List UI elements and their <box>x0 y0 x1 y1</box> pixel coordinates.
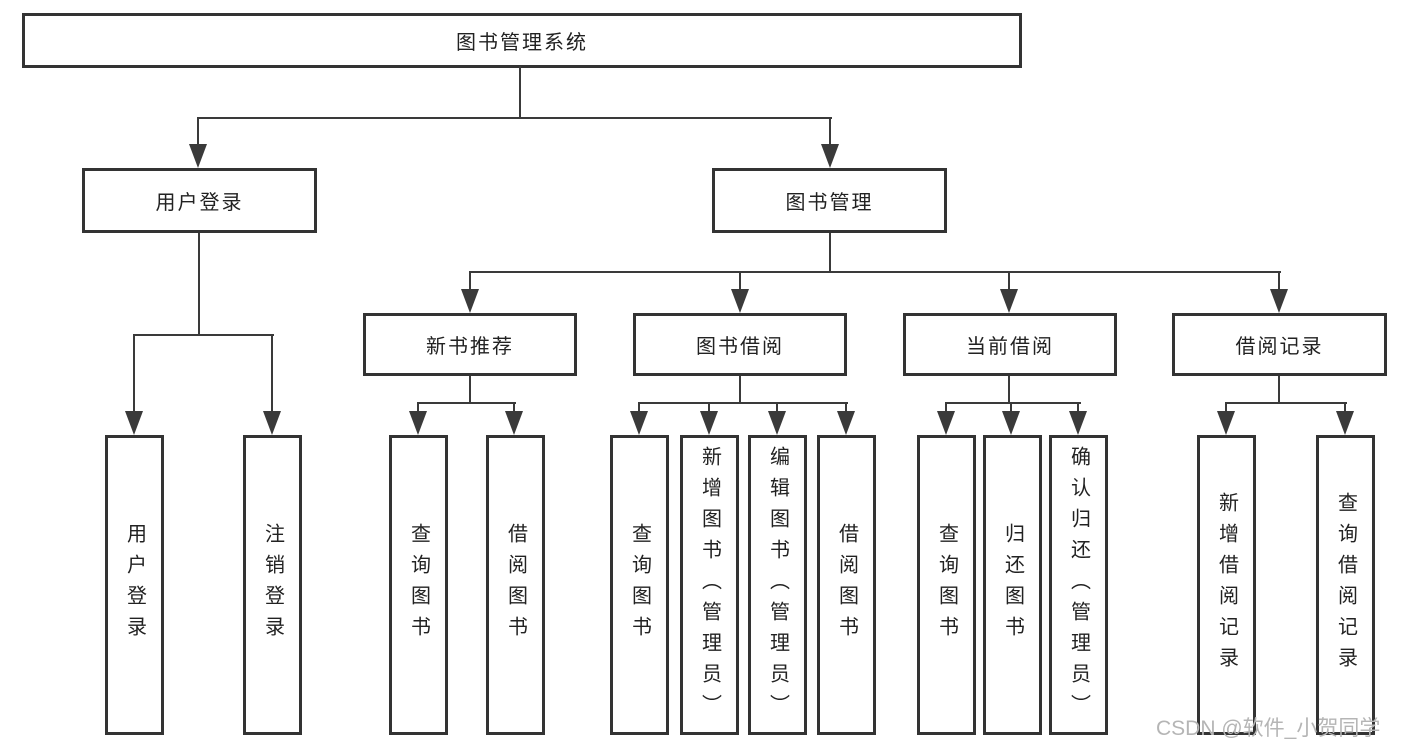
arrowhead-down-icon <box>630 411 648 435</box>
leaf-logout: 注销登录 <box>243 435 302 735</box>
connector-stub <box>739 271 741 293</box>
arrowhead-down-icon <box>461 289 479 313</box>
connector-l2-stub-right <box>829 117 831 151</box>
connector-stub <box>1225 402 1227 414</box>
connector-stub <box>1010 402 1012 414</box>
connector-stub <box>1077 402 1079 414</box>
node-label: 查询图书 <box>407 523 430 647</box>
connector-currentborrow-rail <box>945 402 1081 404</box>
leaf-query-books-current: 查询图书 <box>917 435 976 735</box>
arrowhead-down-icon <box>1270 289 1288 313</box>
node-label: 借阅记录 <box>1235 336 1324 358</box>
arrowhead-down-icon <box>768 411 786 435</box>
leaf-return-book: 归还图书 <box>983 435 1042 735</box>
arrowhead-down-icon <box>409 411 427 435</box>
node-label: 归还图书 <box>1001 523 1024 647</box>
node-label: 查询借阅记录 <box>1334 492 1357 678</box>
node-label: 借阅图书 <box>835 523 858 647</box>
arrowhead-down-icon <box>1336 411 1354 435</box>
node-label: 图书管理 <box>785 192 874 214</box>
node-label: 用户登录 <box>155 192 244 214</box>
node-new-book-recommend: 新书推荐 <box>363 313 577 376</box>
node-label: 借阅图书 <box>504 523 527 647</box>
leaf-confirm-return-admin: 确认归还（管理员） <box>1049 435 1108 735</box>
connector-stub <box>133 334 135 414</box>
connector-l3-rail <box>469 271 1281 273</box>
connector-newbook-down <box>469 376 471 404</box>
node-book-management: 图书管理 <box>712 168 947 233</box>
node-label: 新增图书（管理员） <box>698 445 721 725</box>
connector-currentborrow-down <box>1008 376 1010 404</box>
csdn-watermark: CSDN @软件_小贺同学 <box>1156 717 1381 740</box>
connector-bookborrow-down <box>739 376 741 404</box>
arrowhead-down-icon <box>505 411 523 435</box>
connector-stub <box>1008 271 1010 293</box>
connector-records-down <box>1278 376 1280 404</box>
node-label: 查询图书 <box>628 523 651 647</box>
node-label: 新书推荐 <box>426 336 514 358</box>
connector-userlogin-rail <box>133 334 274 336</box>
connector-stub <box>708 402 710 414</box>
node-label: 编辑图书（管理员） <box>766 445 789 725</box>
connector-stub <box>271 334 273 414</box>
connector-l2-rail <box>197 117 832 119</box>
arrowhead-down-icon <box>1002 411 1020 435</box>
arrowhead-down-icon <box>189 144 207 168</box>
leaf-query-books-borrow: 查询图书 <box>610 435 669 735</box>
arrowhead-down-icon <box>731 289 749 313</box>
leaf-edit-book-admin: 编辑图书（管理员） <box>748 435 807 735</box>
leaf-add-borrow-record: 新增借阅记录 <box>1197 435 1256 735</box>
arrowhead-down-icon <box>937 411 955 435</box>
connector-stub <box>638 402 640 414</box>
connector-stub <box>469 271 471 293</box>
node-label: 新增借阅记录 <box>1215 492 1238 678</box>
connector-userlogin-down <box>198 233 200 335</box>
connector-stub <box>845 402 847 414</box>
arrowhead-down-icon <box>1217 411 1235 435</box>
node-borrow-records: 借阅记录 <box>1172 313 1387 376</box>
connector-stub <box>513 402 515 414</box>
connector-stub <box>1344 402 1346 414</box>
arrowhead-down-icon <box>125 411 143 435</box>
connector-l2-stub-left <box>197 117 199 151</box>
connector-stub <box>776 402 778 414</box>
leaf-add-book-admin: 新增图书（管理员） <box>680 435 739 735</box>
node-label: 图书借阅 <box>696 336 784 358</box>
node-label: 当前借阅 <box>966 336 1054 358</box>
connector-stub <box>1278 271 1280 293</box>
connector-root-stub <box>519 66 521 119</box>
leaf-user-login: 用户登录 <box>105 435 164 735</box>
node-label: 注销登录 <box>261 523 284 647</box>
node-label: 用户登录 <box>123 523 146 647</box>
connector-stub <box>417 402 419 414</box>
leaf-query-books-recommend: 查询图书 <box>389 435 448 735</box>
arrowhead-down-icon <box>1000 289 1018 313</box>
node-library-management-system: 图书管理系统 <box>22 13 1022 68</box>
node-book-borrow: 图书借阅 <box>633 313 847 376</box>
connector-bookmgmt-down <box>829 233 831 273</box>
connector-newbook-rail <box>417 402 516 404</box>
leaf-borrow-books-recommend: 借阅图书 <box>486 435 545 735</box>
node-label: 图书管理系统 <box>456 32 588 54</box>
node-user-login: 用户登录 <box>82 168 317 233</box>
node-current-borrow: 当前借阅 <box>903 313 1117 376</box>
connector-bookborrow-rail <box>638 402 848 404</box>
leaf-query-borrow-record: 查询借阅记录 <box>1316 435 1375 735</box>
leaf-borrow-books-borrow: 借阅图书 <box>817 435 876 735</box>
arrowhead-down-icon <box>837 411 855 435</box>
connector-stub <box>945 402 947 414</box>
node-label: 确认归还（管理员） <box>1067 445 1090 725</box>
arrowhead-down-icon <box>1069 411 1087 435</box>
arrowhead-down-icon <box>700 411 718 435</box>
connector-records-rail <box>1225 402 1347 404</box>
node-label: 查询图书 <box>935 523 958 647</box>
arrowhead-down-icon <box>821 144 839 168</box>
arrowhead-down-icon <box>263 411 281 435</box>
